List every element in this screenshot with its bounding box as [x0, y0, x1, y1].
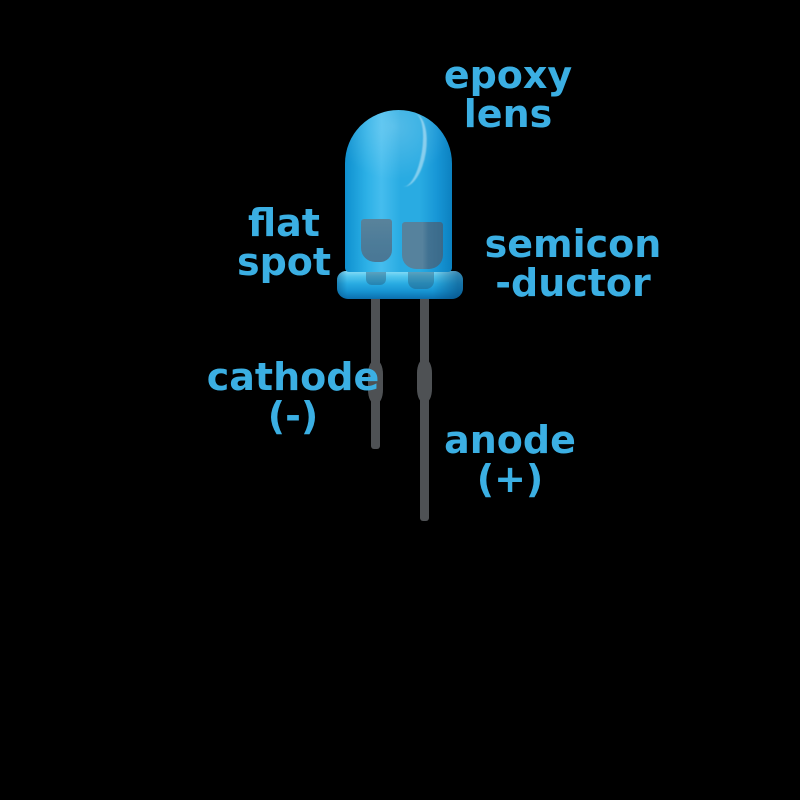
label-line: semicon [484, 222, 662, 266]
label-anode: anode (+) [420, 421, 600, 499]
label-line: (-) [267, 394, 319, 438]
label-epoxy-lens: epoxy lens [418, 56, 598, 134]
anode-lead [420, 297, 429, 521]
led-flange-flat-spot [337, 271, 463, 299]
label-line: (+) [476, 457, 544, 501]
label-line: flat [248, 201, 320, 245]
label-cathode: cathode (-) [203, 358, 383, 436]
semiconductor-post [361, 219, 392, 262]
label-semiconductor: semicon -ductor [483, 225, 663, 303]
label-line: lens [463, 92, 553, 136]
cathode-post-stem [366, 271, 386, 285]
label-line: -ductor [495, 261, 651, 305]
semiconductor-anvil-cup [402, 222, 443, 269]
label-line: cathode [206, 355, 380, 399]
label-flat-spot: flat spot [194, 204, 374, 282]
label-line: epoxy [443, 53, 573, 97]
label-line: anode [444, 418, 576, 462]
cathode-lead-crimp [368, 360, 383, 404]
anode-anvil-stem [408, 271, 434, 289]
epoxy-lens-body [345, 110, 452, 272]
label-line: spot [236, 240, 332, 284]
anode-lead-crimp [417, 359, 432, 403]
